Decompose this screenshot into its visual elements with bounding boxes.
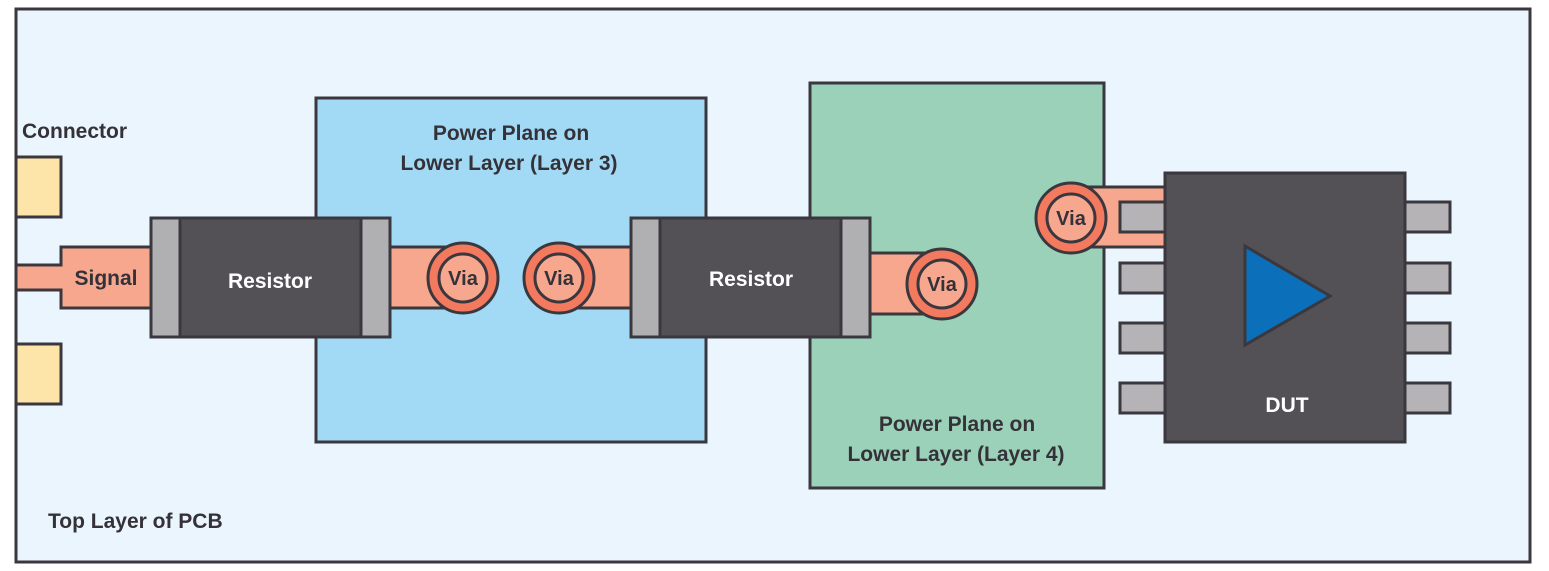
board-label: Top Layer of PCB <box>48 510 223 533</box>
dut-pin-left-1 <box>1118 200 1168 234</box>
via-4 <box>1034 181 1108 255</box>
dut-pin-left-4 <box>1118 381 1168 415</box>
amplifier-icon <box>1243 243 1333 348</box>
dut-pin-right-1 <box>1402 200 1452 234</box>
via-4-label: Via <box>1056 208 1087 230</box>
connector-label: Connector <box>22 120 127 143</box>
resistor-2-label: Resistor <box>709 268 793 291</box>
via-3 <box>905 247 979 321</box>
via-2-label: Via <box>544 268 575 290</box>
via-1-label: Via <box>448 268 479 290</box>
power-plane-4-label-line2: Lower Layer (Layer 4) <box>847 443 1064 466</box>
signal-label: Signal <box>74 267 137 290</box>
via-3-label: Via <box>927 274 958 296</box>
power-plane-3-label-line1: Power Plane on <box>433 122 589 145</box>
resistor-1 <box>149 216 392 339</box>
dut-pin-right-4 <box>1402 381 1452 415</box>
dut-pin-left-3 <box>1118 321 1168 355</box>
power-plane-3-label-line2: Lower Layer (Layer 3) <box>400 152 617 175</box>
resistor-1-body <box>178 216 363 339</box>
via-1 <box>426 241 500 315</box>
resistor-1-label: Resistor <box>228 270 312 293</box>
dut-pin-left-2 <box>1118 261 1168 295</box>
dut-label: DUT <box>1265 394 1308 417</box>
resistor-2 <box>629 216 872 339</box>
power-plane-4-label-line1: Power Plane on <box>879 413 1035 436</box>
connector-pad-top <box>14 155 63 219</box>
connector-pad-bottom <box>14 342 63 406</box>
dut-pin-right-2 <box>1402 261 1452 295</box>
resistor-2-body <box>658 216 843 339</box>
via-2 <box>522 241 596 315</box>
dut-pin-right-3 <box>1402 321 1452 355</box>
